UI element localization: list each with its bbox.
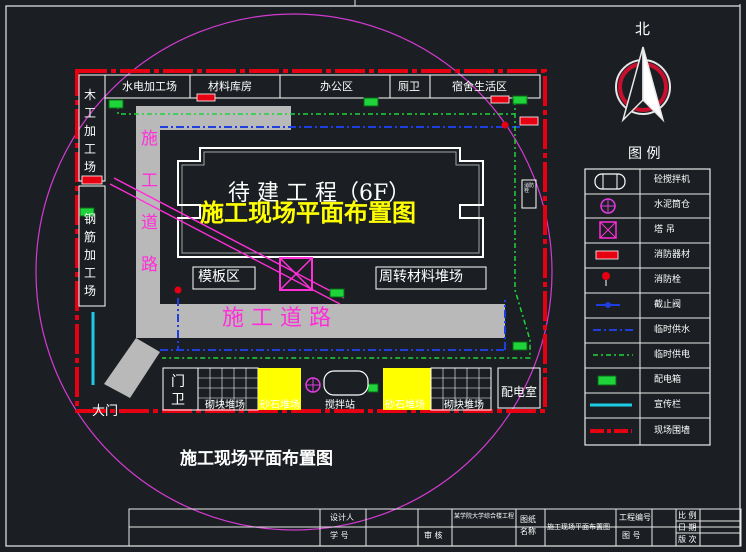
label-toilet: 厕卫: [398, 80, 420, 93]
tb-reviewer: 审 核: [424, 531, 443, 540]
legend-item: 临时供水: [654, 325, 691, 335]
guard-house: [162, 367, 199, 411]
label-hydro-workshop: 水电加工场: [122, 80, 177, 93]
label-gate-guard: 门卫: [171, 374, 185, 408]
label-yard-block-1: 砌块堆场: [205, 400, 245, 411]
title-block: [128, 508, 742, 547]
legend-item: 消防器材: [654, 250, 691, 260]
label-yard-block-2: 砌块堆场: [444, 400, 484, 411]
distribution-boxes: [79, 95, 528, 393]
tb-project-no: 工程编号: [619, 513, 651, 522]
bottom-yards: [162, 367, 541, 411]
label-right-small: 消防栓: [524, 183, 535, 194]
mixer-symbol: [323, 370, 369, 396]
tb-drawing-no: 图 号: [622, 531, 641, 540]
crane-boom: [113, 177, 345, 299]
tb-version: 版 次: [678, 535, 697, 544]
label-material-store: 材料库房: [208, 80, 252, 93]
tb-date: 日 期: [678, 523, 697, 532]
site-wall: [75, 69, 547, 413]
label-steel-workshop: 钢筋加工场: [84, 212, 97, 298]
legend-item: 水泥筒仓: [654, 200, 691, 210]
north-arrow-icon: [615, 46, 671, 123]
legend-item: 临时供电: [654, 350, 691, 360]
label-road-vertical: 施工道路: [141, 129, 158, 275]
tower-crane: [279, 257, 313, 291]
tb-drawing-name-label: 图纸名称: [520, 515, 536, 536]
label-mixing-station: 搅拌站: [325, 400, 355, 411]
tb-scale: 比 例: [678, 511, 697, 520]
building-title: 待 建 工 程（6F）: [228, 181, 411, 206]
building-footprint: [177, 147, 484, 258]
water-supply-line: [160, 126, 520, 351]
label-gate: 大门: [92, 404, 119, 419]
turnover-box: [375, 266, 487, 290]
legend-item: 现场围墙: [654, 426, 691, 436]
label-dormitory: 宿舍生活区: [452, 80, 507, 93]
label-wood-workshop: 木工加工场: [84, 88, 97, 174]
legend-item: 塔 吊: [654, 225, 675, 235]
label-formwork: 模板区: [198, 269, 240, 285]
power-room-box: [497, 367, 541, 409]
tb-project: 某学院大学综合楼工程: [454, 513, 515, 520]
crane-radius-circle: [35, 13, 553, 531]
overlay-title: 施工现场平面布置图: [200, 198, 416, 227]
label-yard-sand-1: 砂石堆场: [260, 400, 300, 411]
legend-item: 截止阀: [654, 300, 682, 310]
label-office: 办公区: [320, 80, 353, 93]
tb-drawing-name: 施工现场平面布置图: [547, 523, 610, 531]
drawing-frame: [5, 5, 741, 547]
label-power-room: 配电室: [501, 385, 538, 399]
legend-item: 砼搅拌机: [654, 175, 691, 185]
label-yard-sand-2: 砂石堆场: [385, 400, 425, 411]
fire-equipment: [81, 93, 539, 185]
legend-box: [584, 168, 711, 446]
legend-title: 图 例: [628, 146, 661, 162]
legend-item: 消防栓: [654, 275, 682, 285]
tb-designer: 设计人: [330, 513, 354, 522]
label-turnover: 周转材料堆场: [379, 269, 463, 285]
drawing-title: 施工现场平面布置图: [180, 449, 333, 469]
formwork-box: [192, 266, 256, 290]
north-label: 北: [635, 20, 651, 38]
tb-student-no: 学 号: [330, 531, 349, 540]
construction-roads: [104, 106, 505, 398]
legend-item: 宣传栏: [654, 400, 682, 410]
legend-item: 配电箱: [654, 375, 682, 385]
top-buildings: [78, 74, 541, 307]
label-road-horizontal: 施 工 道 路: [222, 306, 331, 331]
